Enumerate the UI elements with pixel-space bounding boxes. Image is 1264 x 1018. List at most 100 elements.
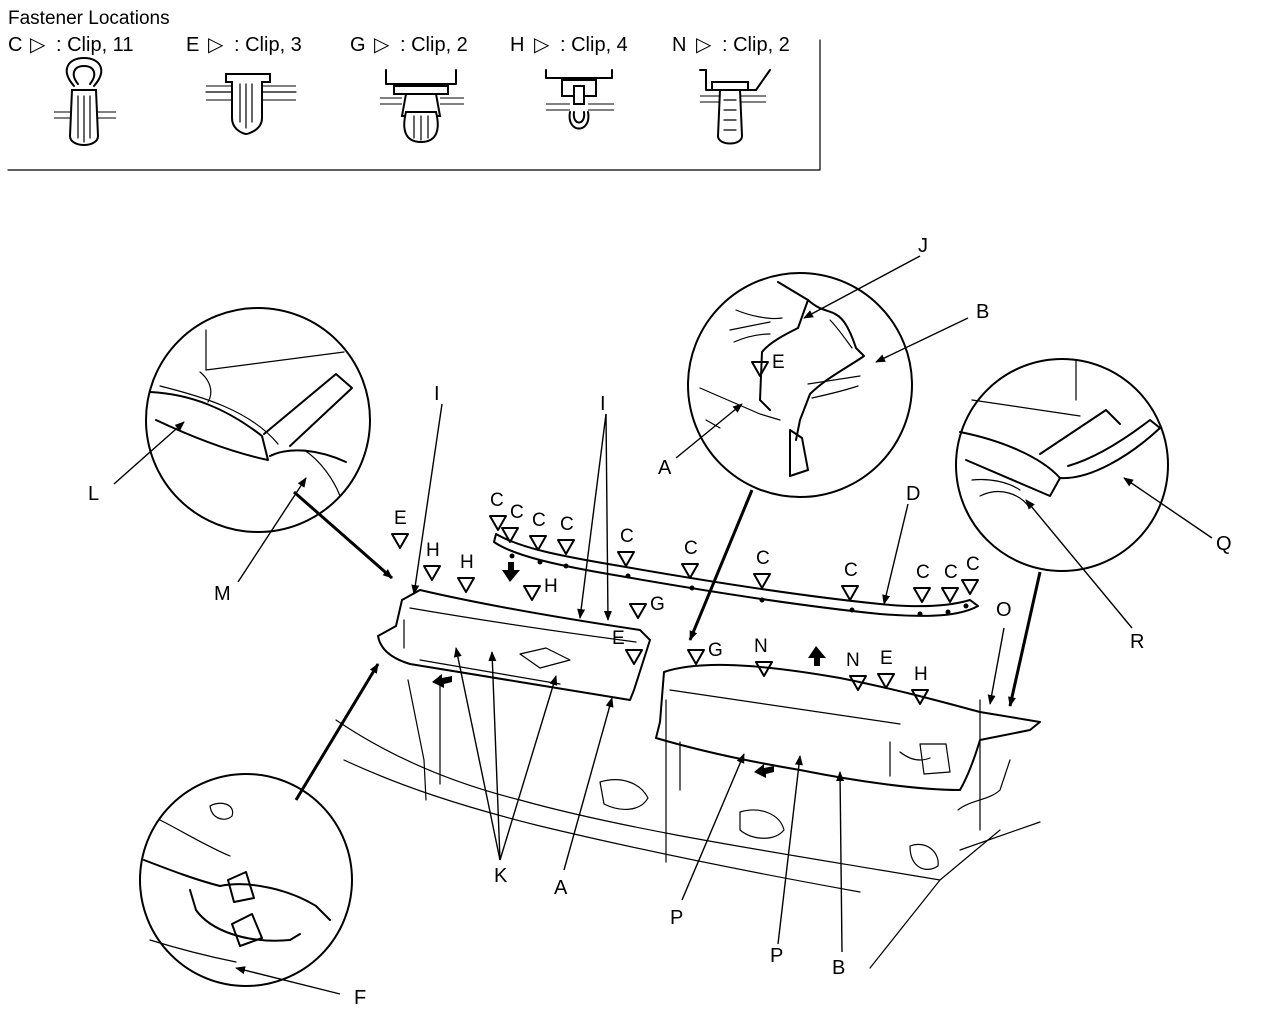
svg-text:C: C [510,502,524,523]
legend-item-h-text: : Clip, 4 [560,34,628,56]
legend-item-h-letter: H [510,34,524,56]
install-arrow-left-cover [432,674,452,688]
detail-circle-q-r [955,358,1169,572]
legend-item-e-text: : Clip, 3 [234,34,302,56]
legend-item-c: C ▷ : Clip, 11 [8,34,133,56]
clip-mark-c-3: C [529,510,547,551]
callout-b-top: B [976,301,989,323]
svg-text:H: H [914,664,928,685]
legend-item-g-symbol: ▷ [374,34,390,56]
seal-clip-dots [509,553,969,617]
legend-item-n: N ▷ : Clip, 2 [672,34,790,56]
clip-mark-h-2: H [457,552,475,593]
svg-text:E: E [772,352,785,373]
clip-mark-c-6: C [681,538,699,579]
legend-border [7,39,821,171]
clip-mark-h-3: H [523,576,558,601]
callout-q: Q [1216,533,1232,555]
clip-mark-c-5: C [617,526,635,567]
svg-text:C: C [966,554,980,575]
hood-seal-d [493,533,979,617]
clip-mark-e-1: E [391,508,409,549]
legend-item-c-letter: C [8,34,22,56]
svg-text:E: E [612,628,625,649]
clip-h-illustration [545,69,614,130]
clip-mark-c-11: C [961,554,980,595]
svg-text:E: E [394,508,407,529]
install-arrow-up-right [808,646,826,666]
legend-item-g-text: : Clip, 2 [400,34,468,56]
clip-mark-c-2: C [501,502,524,543]
legend-item-e: E ▷ : Clip, 3 [186,34,302,56]
detail-circle-f [139,773,353,987]
clip-location-marks: C C C C C C C C C C C E E E E G G H H H … [391,352,980,705]
clip-n-illustration [699,69,771,145]
clip-mark-g-2: G [687,640,723,665]
svg-text:H: H [460,552,474,573]
legend-item-g: G ▷ : Clip, 2 [350,34,468,56]
svg-text:C: C [620,526,634,547]
callout-m: M [214,583,231,605]
cowl-cover-left [377,589,651,701]
legend-item-h: H ▷ : Clip, 4 [510,34,628,56]
svg-text:C: C [916,562,930,583]
clip-mark-h-4: H [911,664,929,705]
svg-text:H: H [426,540,440,561]
cowl-assembly [335,533,1041,969]
callout-a-top: A [658,457,672,479]
callout-p-left: P [670,907,683,929]
install-arrow-up-left [502,562,520,582]
legend-item-c-symbol: ▷ [30,34,46,56]
svg-text:E: E [880,648,893,669]
fastener-legend: Fastener Locations C ▷ : Clip, 11 E ▷ : … [7,8,821,171]
callout-i-center: I [600,393,606,415]
callout-f: F [354,987,366,1009]
callout-p-right: P [770,945,783,967]
callout-b-bottom: B [832,957,845,979]
clip-mark-c-8: C [841,560,859,601]
svg-text:G: G [650,594,665,615]
clip-mark-c-1: C [489,490,507,531]
detail-circle-j-b [687,272,913,498]
clip-mark-h-1: H [423,540,441,581]
legend-item-n-text: : Clip, 2 [722,34,790,56]
legend-item-h-symbol: ▷ [534,34,550,56]
svg-text:C: C [944,562,958,583]
legend-item-n-letter: N [672,34,686,56]
callout-l: L [88,483,99,505]
clip-mark-n-2: N [846,650,867,691]
callout-labels: J B I I A D L Q M O R K A P P B F [88,235,1232,1009]
svg-text:C: C [844,560,858,581]
legend-item-e-symbol: ▷ [208,34,224,56]
svg-text:G: G [708,640,723,661]
legend-item-e-letter: E [186,34,199,56]
legend-title: Fastener Locations [8,8,170,29]
clip-mark-c-10: C [941,562,959,603]
clip-c-illustration [54,57,116,146]
svg-text:N: N [846,650,860,671]
clip-mark-e-detail: E [751,352,785,377]
clip-mark-e-3: E [877,648,895,689]
clip-e-illustration [205,73,297,136]
clip-g-illustration [380,69,464,144]
clip-mark-e-2: E [612,628,643,665]
callout-d: D [906,483,920,505]
svg-text:C: C [684,538,698,559]
legend-item-g-letter: G [350,34,366,56]
clip-mark-c-4: C [557,514,575,555]
callout-o: O [996,599,1012,621]
svg-text:H: H [544,576,558,597]
svg-text:C: C [490,490,504,511]
clip-mark-g-1: G [629,594,665,619]
clip-mark-c-7: C [753,548,771,589]
install-arrow-right-cover [754,764,774,778]
callout-r: R [1130,631,1144,653]
svg-text:N: N [754,636,768,657]
clip-mark-n-1: N [754,636,773,677]
callout-i-left: I [434,383,440,405]
detail-circle-l-m [145,307,371,533]
legend-item-n-symbol: ▷ [696,34,712,56]
svg-text:C: C [756,548,770,569]
callout-j: J [918,235,928,257]
